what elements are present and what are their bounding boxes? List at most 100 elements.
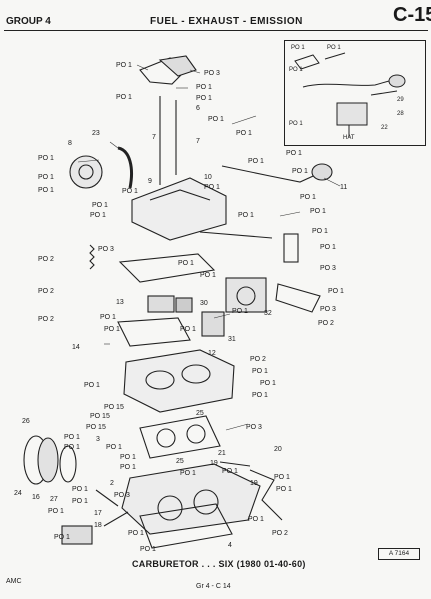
callout-po15: PO 15 bbox=[86, 424, 106, 431]
callout-po1: PO 1 bbox=[286, 150, 302, 157]
callout-20: 20 bbox=[274, 446, 282, 453]
inset-label-po1-b: PO 1 bbox=[327, 45, 341, 51]
reference-number: A 7164 bbox=[378, 548, 420, 560]
callout-po1: PO 1 bbox=[64, 444, 80, 451]
callout-18: 18 bbox=[94, 522, 102, 529]
callout-26: 26 bbox=[22, 418, 30, 425]
footer-page-ref: Gr 4 - C 14 bbox=[196, 583, 231, 590]
callout-po3: PO 3 bbox=[320, 306, 336, 313]
callout-12: 12 bbox=[208, 350, 216, 357]
callout-po1: PO 1 bbox=[248, 158, 264, 165]
callout-16: 16 bbox=[32, 494, 40, 501]
inset-label-22: 22 bbox=[381, 125, 388, 131]
callout-po1: PO 1 bbox=[92, 202, 108, 209]
callout-8: 8 bbox=[68, 140, 72, 147]
callout-po1: PO 1 bbox=[100, 314, 116, 321]
callout-po1: PO 1 bbox=[180, 326, 196, 333]
inset-label-29: 29 bbox=[397, 97, 404, 103]
callout-7: 7 bbox=[152, 134, 156, 141]
callout-po2: PO 2 bbox=[38, 316, 54, 323]
callout-po1: PO 1 bbox=[238, 212, 254, 219]
callout-21: 21 bbox=[218, 450, 226, 457]
callout-23: 23 bbox=[92, 130, 100, 137]
callout-3: 3 bbox=[96, 436, 100, 443]
callout-4: 4 bbox=[228, 542, 232, 549]
callout-19: 19 bbox=[210, 460, 218, 467]
callout-po1: PO 1 bbox=[38, 174, 54, 181]
callout-19: 19 bbox=[250, 480, 258, 487]
callout-po1: PO 1 bbox=[116, 62, 132, 69]
callout-po1: PO 1 bbox=[208, 116, 224, 123]
callout-po1: PO 1 bbox=[236, 130, 252, 137]
group-heading: GROUP 4 bbox=[6, 16, 51, 27]
callout-14: 14 bbox=[72, 344, 80, 351]
callout-24: 24 bbox=[14, 490, 22, 497]
callout-po1: PO 1 bbox=[310, 208, 326, 215]
callout-po1: PO 1 bbox=[248, 516, 264, 523]
callout-po1: PO 1 bbox=[104, 326, 120, 333]
callout-31: 31 bbox=[228, 336, 236, 343]
callout-6: 6 bbox=[196, 105, 200, 112]
callout-po1: PO 1 bbox=[252, 392, 268, 399]
callout-27: 27 bbox=[50, 496, 58, 503]
callout-po3: PO 3 bbox=[204, 70, 220, 77]
callout-po1: PO 1 bbox=[140, 546, 156, 553]
callout-po1: PO 1 bbox=[260, 380, 276, 387]
callout-po1: PO 1 bbox=[120, 464, 136, 471]
callout-po3: PO 3 bbox=[98, 246, 114, 253]
callout-po1: PO 1 bbox=[48, 508, 64, 515]
callout-po2: PO 2 bbox=[272, 530, 288, 537]
callout-po1: PO 1 bbox=[312, 228, 328, 235]
callout-25: 25 bbox=[176, 458, 184, 465]
callout-32: 32 bbox=[264, 310, 272, 317]
callout-po1: PO 1 bbox=[292, 168, 308, 175]
inset-label-28: 28 bbox=[397, 111, 404, 117]
callout-11: 11 bbox=[340, 184, 348, 191]
callout-po2: PO 2 bbox=[38, 256, 54, 263]
callout-po1: PO 1 bbox=[200, 272, 216, 279]
inset-label-po1-a: PO 1 bbox=[291, 45, 305, 51]
callout-po2: PO 2 bbox=[38, 288, 54, 295]
callout-po1: PO 1 bbox=[84, 382, 100, 389]
inset-label-po1-d: PO 1 bbox=[289, 121, 303, 127]
callout-po3: PO 3 bbox=[320, 265, 336, 272]
callout-po2: PO 2 bbox=[318, 320, 334, 327]
callout-po1: PO 1 bbox=[128, 530, 144, 537]
callout-po3: PO 3 bbox=[246, 424, 262, 431]
callout-10: 10 bbox=[204, 174, 212, 181]
callout-po1: PO 1 bbox=[204, 184, 220, 191]
callout-po1: PO 1 bbox=[116, 94, 132, 101]
inset-label-po1-c: PO 1 bbox=[289, 67, 303, 73]
callout-po1: PO 1 bbox=[54, 534, 70, 541]
callout-po1: PO 1 bbox=[328, 288, 344, 295]
callout-po1: PO 1 bbox=[232, 308, 248, 315]
callout-po1: PO 1 bbox=[276, 486, 292, 493]
callout-po1: PO 1 bbox=[180, 470, 196, 477]
page-code: C-15 bbox=[393, 4, 431, 26]
section-title: FUEL - EXHAUST - EMISSION bbox=[150, 16, 303, 27]
callout-po1: PO 1 bbox=[274, 474, 290, 481]
callout-po1: PO 1 bbox=[122, 188, 138, 195]
inset-drawing bbox=[294, 52, 406, 137]
detail-inset: PO 1 PO 1 PO 1 29 28 22 PO 1 HAT bbox=[284, 40, 426, 146]
callout-po1: PO 1 bbox=[222, 468, 238, 475]
callout-po1: PO 1 bbox=[196, 95, 212, 102]
callout-25: 25 bbox=[196, 410, 204, 417]
inset-label-hat: HAT bbox=[343, 135, 355, 141]
callout-17: 17 bbox=[94, 510, 102, 517]
callout-30: 30 bbox=[200, 300, 208, 307]
callout-po1: PO 1 bbox=[106, 444, 122, 451]
callout-po3: PO 3 bbox=[114, 492, 130, 499]
callout-2: 2 bbox=[110, 480, 114, 487]
callout-po1: PO 1 bbox=[178, 260, 194, 267]
callout-7: 7 bbox=[196, 138, 200, 145]
callout-po1: PO 1 bbox=[252, 368, 268, 375]
callout-po1: PO 1 bbox=[64, 434, 80, 441]
callout-9: 9 bbox=[148, 178, 152, 185]
callout-po1: PO 1 bbox=[300, 194, 316, 201]
footer-brand: AMC bbox=[6, 578, 22, 585]
callout-po1: PO 1 bbox=[196, 84, 212, 91]
callout-po15: PO 15 bbox=[90, 413, 110, 420]
